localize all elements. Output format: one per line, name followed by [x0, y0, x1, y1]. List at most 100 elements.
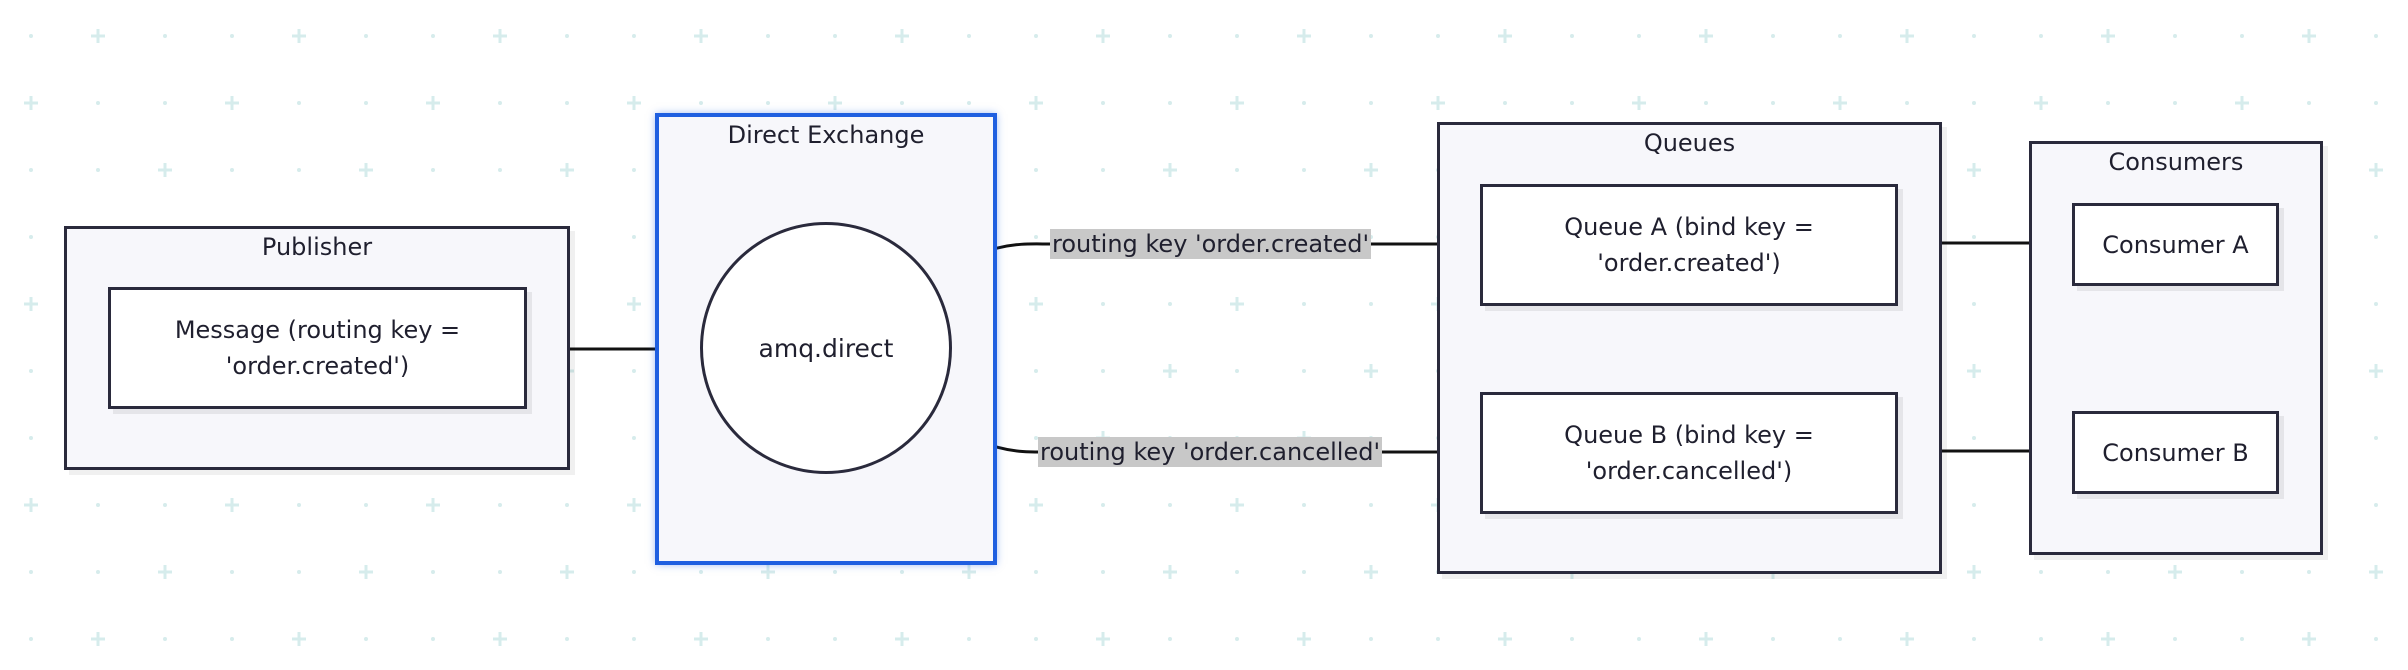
grid-plus-mark — [2369, 163, 2383, 177]
grid-plus-mark — [24, 498, 38, 512]
grid-dot-mark — [565, 101, 569, 105]
grid-dot-mark — [565, 503, 569, 507]
grid-plus-mark — [627, 297, 641, 311]
grid-plus-mark — [292, 29, 306, 43]
consumer-a-node[interactable]: Consumer A — [2072, 203, 2279, 286]
grid-dot-mark — [1972, 302, 1976, 306]
grid-dot-mark — [1637, 34, 1641, 38]
grid-dot-mark — [699, 101, 703, 105]
grid-dot-mark — [2173, 637, 2177, 641]
grid-dot-mark — [163, 101, 167, 105]
grid-dot-mark — [2374, 302, 2378, 306]
grid-dot-mark — [1436, 637, 1440, 641]
grid-dot-mark — [1704, 101, 1708, 105]
grid-plus-mark — [2101, 632, 2115, 646]
edge-label-order-created[interactable]: routing key 'order.created' — [1050, 229, 1372, 259]
grid-dot-mark — [1034, 570, 1038, 574]
grid-plus-mark — [2369, 565, 2383, 579]
grid-dot-mark — [1369, 34, 1373, 38]
grid-plus-mark — [1833, 96, 1847, 110]
grid-plus-mark — [1364, 163, 1378, 177]
grid-dot-mark — [29, 168, 33, 172]
grid-plus-mark — [560, 565, 574, 579]
grid-plus-mark — [2168, 565, 2182, 579]
grid-dot-mark — [1369, 637, 1373, 641]
grid-plus-mark — [426, 498, 440, 512]
grid-plus-mark — [1096, 632, 1110, 646]
grid-dot-mark — [29, 34, 33, 38]
grid-plus-mark — [1967, 565, 1981, 579]
grid-plus-mark — [2302, 632, 2316, 646]
grid-plus-mark — [627, 498, 641, 512]
grid-dot-mark — [29, 369, 33, 373]
grid-dot-mark — [431, 34, 435, 38]
grid-dot-mark — [1570, 101, 1574, 105]
grid-dot-mark — [1101, 570, 1105, 574]
grid-dot-mark — [1101, 101, 1105, 105]
grid-plus-mark — [426, 96, 440, 110]
queue-b-node[interactable]: Queue B (bind key = 'order.cancelled') — [1480, 392, 1898, 514]
grid-dot-mark — [1168, 302, 1172, 306]
grid-plus-mark — [91, 29, 105, 43]
grid-plus-mark — [2034, 96, 2048, 110]
grid-dot-mark — [1570, 34, 1574, 38]
grid-dot-mark — [1972, 235, 1976, 239]
grid-dot-mark — [2039, 570, 2043, 574]
grid-plus-mark — [91, 632, 105, 646]
grid-dot-mark — [766, 637, 770, 641]
grid-plus-mark — [1364, 364, 1378, 378]
grid-dot-mark — [1771, 101, 1775, 105]
grid-plus-mark — [1967, 364, 1981, 378]
message-node[interactable]: Message (routing key = 'order.created') — [108, 287, 527, 409]
grid-dot-mark — [2173, 34, 2177, 38]
grid-dot-mark — [1034, 637, 1038, 641]
grid-dot-mark — [364, 637, 368, 641]
grid-dot-mark — [29, 235, 33, 239]
grid-plus-mark — [493, 632, 507, 646]
grid-dot-mark — [1101, 369, 1105, 373]
grid-dot-mark — [1972, 503, 1976, 507]
grid-dot-mark — [1235, 637, 1239, 641]
grid-dot-mark — [297, 503, 301, 507]
grid-plus-mark — [1297, 632, 1311, 646]
grid-dot-mark — [632, 235, 636, 239]
consumer-b-label: Consumer B — [2102, 438, 2249, 467]
grid-dot-mark — [29, 637, 33, 641]
grid-dot-mark — [230, 34, 234, 38]
consumers-title: Consumers — [2108, 148, 2244, 176]
grid-dot-mark — [1034, 369, 1038, 373]
grid-plus-mark — [158, 565, 172, 579]
grid-dot-mark — [498, 503, 502, 507]
queue-a-node[interactable]: Queue A (bind key = 'order.created') — [1480, 184, 1898, 306]
grid-dot-mark — [2374, 503, 2378, 507]
grid-dot-mark — [230, 637, 234, 641]
grid-dot-mark — [632, 637, 636, 641]
grid-plus-mark — [1096, 29, 1110, 43]
grid-dot-mark — [1034, 436, 1038, 440]
grid-dot-mark — [96, 503, 100, 507]
grid-dot-mark — [1101, 503, 1105, 507]
grid-plus-mark — [1498, 632, 1512, 646]
publisher-title: Publisher — [261, 233, 373, 261]
grid-dot-mark — [2307, 101, 2311, 105]
grid-dot-mark — [297, 101, 301, 105]
consumer-b-node[interactable]: Consumer B — [2072, 411, 2279, 494]
grid-dot-mark — [2374, 235, 2378, 239]
grid-plus-mark — [1029, 96, 1043, 110]
grid-plus-mark — [1230, 96, 1244, 110]
grid-plus-mark — [24, 96, 38, 110]
grid-dot-mark — [1302, 369, 1306, 373]
grid-dot-mark — [632, 436, 636, 440]
grid-dot-mark — [1905, 101, 1909, 105]
grid-dot-mark — [967, 101, 971, 105]
grid-dot-mark — [297, 570, 301, 574]
grid-dot-mark — [1972, 34, 1976, 38]
grid-plus-mark — [359, 565, 373, 579]
grid-dot-mark — [2374, 436, 2378, 440]
grid-dot-mark — [2240, 637, 2244, 641]
amq-direct-node[interactable]: amq.direct — [700, 222, 952, 474]
grid-dot-mark — [297, 168, 301, 172]
grid-dot-mark — [163, 34, 167, 38]
edge-label-order-cancelled[interactable]: routing key 'order.cancelled' — [1038, 437, 1383, 467]
grid-plus-mark — [1297, 29, 1311, 43]
